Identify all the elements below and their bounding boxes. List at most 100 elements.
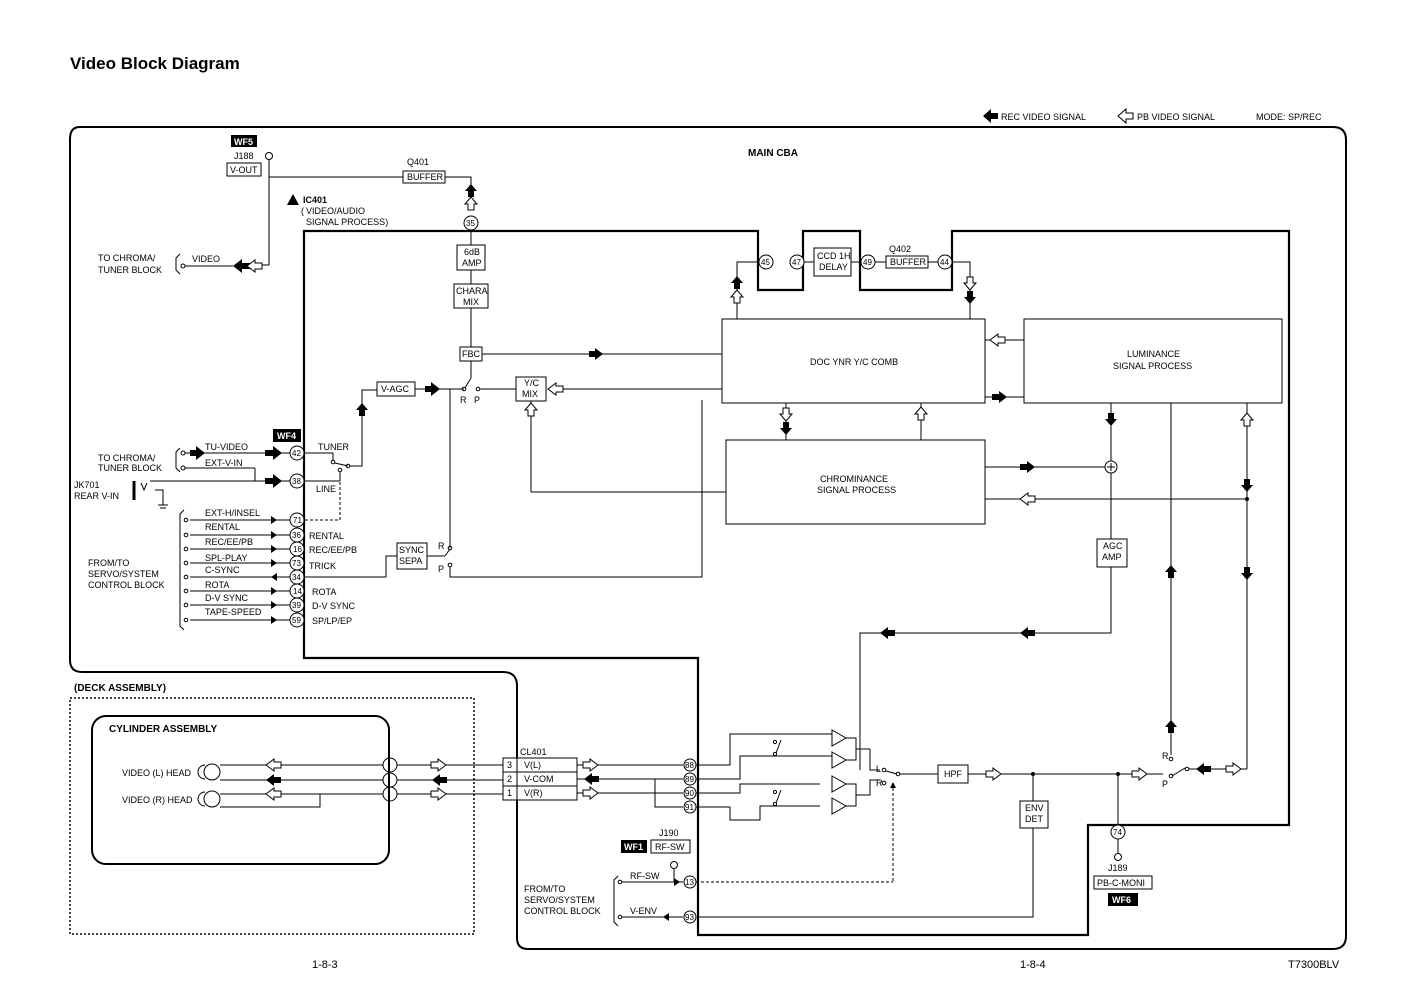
pin-45: 45 <box>761 258 770 267</box>
main-cba-label: MAIN CBA <box>748 148 798 159</box>
sw4-p: P <box>1162 779 1168 789</box>
sync-b: SEPA <box>399 556 422 566</box>
sw3-r: R <box>876 778 883 788</box>
tuner-label: TUNER <box>318 442 349 452</box>
legend-mode: MODE: SP/REC <box>1256 112 1322 122</box>
servo-side-3: ROTA <box>312 587 336 597</box>
lower-servo-c: CONTROL BLOCK <box>524 906 601 916</box>
warning-icon <box>287 194 299 205</box>
vagc-label: V-AGC <box>381 384 410 394</box>
video-label: VIDEO <box>192 254 220 264</box>
v-out-label: V-OUT <box>230 165 258 175</box>
chroma2-b: TUNER BLOCK <box>98 463 162 473</box>
cl-n-2: 1 <box>507 788 512 798</box>
lower-servo-a: FROM/TO <box>524 884 565 894</box>
pin-39: 39 <box>292 601 301 610</box>
servo-sig-6: D-V SYNC <box>205 593 249 603</box>
pin-74: 74 <box>1113 828 1122 837</box>
hpf-label: HPF <box>944 769 963 779</box>
page-title: Video Block Diagram <box>70 54 240 73</box>
footer-left: 1-8-3 <box>312 959 338 971</box>
line-label: LINE <box>316 484 336 494</box>
servo-sig-2: REC/EE/PB <box>205 537 253 547</box>
legend: REC VIDEO SIGNAL PB VIDEO SIGNAL MODE: S… <box>983 107 1322 125</box>
sw1-p: P <box>474 395 480 405</box>
servo-signal-rows: EXT-H/INSEL RENTAL REC/EE/PB SPL-PLAY C-… <box>205 508 262 617</box>
q401-label: Q401 <box>407 157 429 167</box>
servo-side-2: TRICK <box>309 561 336 571</box>
servo-sig-1: RENTAL <box>205 522 240 532</box>
ycmix-b: MIX <box>522 389 538 399</box>
j188-label: J188 <box>234 151 254 161</box>
jk701-a: JK701 <box>74 480 100 490</box>
pin-93: 93 <box>685 913 694 922</box>
env-a: ENV <box>1025 803 1044 813</box>
lum-a: LUMINANCE <box>1127 349 1180 359</box>
buffer1-label: BUFFER <box>407 172 444 182</box>
chara-b: MIX <box>463 297 479 307</box>
pin-36: 36 <box>292 531 301 540</box>
fbc-label: FBC <box>462 349 481 359</box>
doc-label: DOC YNR Y/C COMB <box>810 357 898 367</box>
wf5-badge: WF5 <box>234 137 253 147</box>
servo-sig-5: ROTA <box>205 580 229 590</box>
rec-arrow-icon <box>983 109 998 123</box>
lower-rf-sw: RF-SW <box>630 871 660 881</box>
sw1-r: R <box>460 395 467 405</box>
ext-v-in-label: EXT-V-IN <box>205 458 243 468</box>
ycmix-a: Y/C <box>524 378 540 388</box>
amp6-a: 6dB <box>464 247 480 257</box>
ccd-b: DELAY <box>819 262 848 272</box>
deck-label: (DECK ASSEMBLY) <box>74 683 166 694</box>
pb-arrow-icon <box>1117 107 1134 125</box>
ic401-func1: VIDEO/AUDIO <box>306 206 365 216</box>
pin-91: 91 <box>685 803 694 812</box>
servo-sig-3: SPL-PLAY <box>205 553 247 563</box>
lower-servo-b: SERVO/SYSTEM <box>524 895 595 905</box>
ic401-paren: ( <box>301 206 304 216</box>
ic401-func2: SIGNAL PROCESS) <box>306 217 388 227</box>
pin-90: 90 <box>685 789 694 798</box>
pin-35: 35 <box>466 219 475 228</box>
servo-side-4: D-V SYNC <box>312 601 356 611</box>
pin-89: 89 <box>685 775 694 784</box>
pin-49: 49 <box>863 258 872 267</box>
pin-14: 14 <box>293 587 302 596</box>
cl-n-0: 3 <box>507 760 512 770</box>
chroma2-a: TO CHROMA/ <box>98 453 156 463</box>
j190-label: J190 <box>659 828 679 838</box>
legend-rec: REC VIDEO SIGNAL <box>1001 112 1086 122</box>
tu-video-label: TU-VIDEO <box>205 442 248 452</box>
cl401-label: CL401 <box>520 747 547 757</box>
pin-42: 42 <box>292 449 301 458</box>
amp6-b: AMP <box>462 258 482 268</box>
pb-c-moni-label: PB-C-MONI <box>1097 878 1145 888</box>
pin-38: 38 <box>292 477 301 486</box>
chroma1-b: TUNER BLOCK <box>98 265 162 275</box>
sw2-r: R <box>438 541 445 551</box>
sw3-l: L <box>876 764 881 774</box>
ccd-a: CCD 1H <box>817 251 851 261</box>
pin-47: 47 <box>792 258 801 267</box>
pin-13: 13 <box>685 878 694 887</box>
wf4-badge: WF4 <box>277 431 296 441</box>
servo-c: CONTROL BLOCK <box>88 580 165 590</box>
agc-a: AGC <box>1103 541 1123 551</box>
pin-88: 88 <box>685 761 694 770</box>
pin-73: 73 <box>292 559 301 568</box>
pin-59: 59 <box>292 616 301 625</box>
ic401-outline <box>302 229 1291 937</box>
footer-right: 1-8-4 <box>1020 959 1046 971</box>
footer-model: T7300BLV <box>1288 959 1340 971</box>
servo-side-0: RENTAL <box>309 531 344 541</box>
ic401-name: IC401 <box>303 195 327 205</box>
servo-sig-4: C-SYNC <box>205 565 240 575</box>
head-l: VIDEO (L) HEAD <box>122 768 192 778</box>
cl-s-2: V(R) <box>524 788 543 798</box>
chroma-b: SIGNAL PROCESS <box>817 485 896 495</box>
lower-v-env: V-ENV <box>630 906 657 916</box>
main-cba-outline <box>69 126 1347 950</box>
legend-pb: PB VIDEO SIGNAL <box>1137 112 1215 122</box>
env-b: DET <box>1025 814 1044 824</box>
